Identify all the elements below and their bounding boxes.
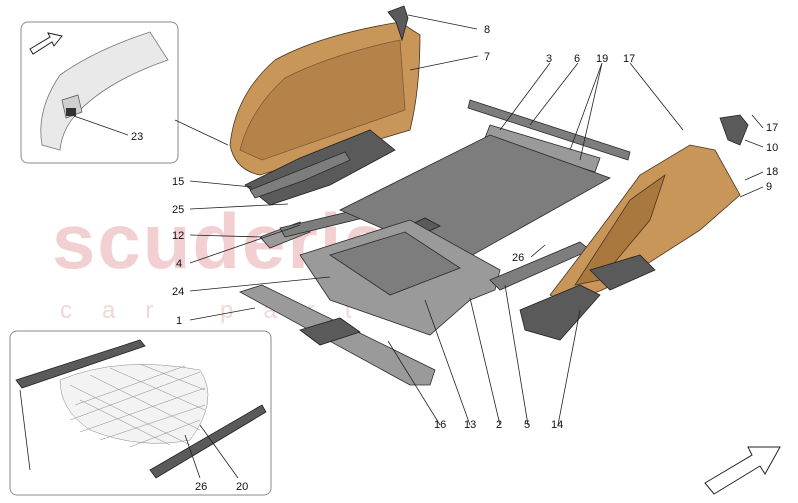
callout-26-inset: 26	[195, 481, 207, 493]
callout-14: 14	[551, 419, 563, 431]
callout-17-top: 17	[623, 53, 635, 65]
callout-15: 15	[172, 176, 184, 188]
base-block-part-14b	[589, 254, 656, 291]
callout-25: 25	[172, 204, 184, 216]
bracket-part-8	[387, 5, 409, 42]
leader-lines	[174, 14, 764, 426]
callout-4: 4	[176, 258, 182, 270]
callout-18: 18	[766, 166, 778, 178]
callout-23: 23	[131, 131, 143, 143]
callout-12: 12	[172, 230, 184, 242]
storage-tub	[299, 219, 501, 336]
callout-20: 20	[236, 481, 248, 493]
arrow-icon	[704, 446, 781, 495]
callout-3: 3	[546, 53, 552, 65]
callout-6: 6	[574, 53, 580, 65]
callout-10: 10	[766, 142, 778, 154]
callout-24: 24	[172, 286, 184, 298]
bracket-part-10	[719, 114, 749, 146]
foam-insert	[244, 129, 396, 206]
base-block-part-14	[519, 284, 601, 341]
callout-8: 8	[484, 24, 490, 36]
callout-16: 16	[434, 419, 446, 431]
callout-7: 7	[484, 51, 490, 63]
callout-1: 1	[176, 315, 182, 327]
callout-19: 19	[596, 53, 608, 65]
callout-5: 5	[524, 419, 530, 431]
inset-bottom-left	[9, 330, 272, 496]
callout-2: 2	[496, 419, 502, 431]
front-sill-panel	[238, 284, 436, 386]
callout-17-right: 17	[766, 122, 778, 134]
callout-9: 9	[766, 181, 772, 193]
callout-13: 13	[464, 419, 476, 431]
callout-26-mid: 26	[512, 252, 524, 264]
inset-top-left	[20, 21, 179, 164]
arrow-icon	[29, 32, 63, 55]
callout-labels: 8 7 23 3 6 19 17 17 10 18 9 15 25 12 4 2…	[131, 24, 778, 493]
rear-rails	[467, 99, 631, 173]
